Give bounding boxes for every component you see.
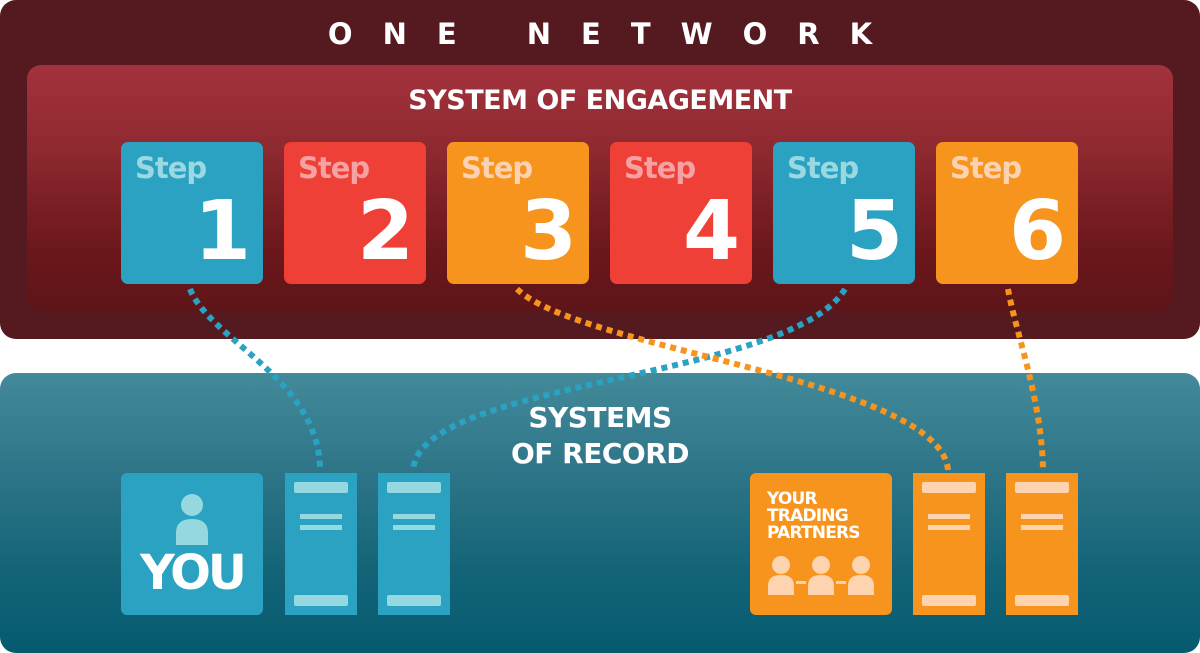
- record-header-bar: [1015, 482, 1069, 493]
- step-3-box: Step 3: [447, 142, 589, 284]
- record-text-line: [1021, 525, 1063, 530]
- record-footer-bar: [922, 595, 976, 606]
- record-text-line: [300, 514, 342, 519]
- record-header-bar: [294, 482, 348, 493]
- your-record-1: [285, 473, 357, 615]
- records-title: SYSTEMS OF RECORD: [460, 400, 740, 472]
- record-header-bar: [387, 482, 441, 493]
- record-footer-bar: [387, 595, 441, 606]
- network-title: ONE NETWORK: [327, 17, 903, 51]
- connection-step1-to-your-record: [187, 287, 323, 471]
- trading-partners-label: YOUR TRADING PARTNERS: [767, 489, 861, 543]
- connected-people-icon: [768, 556, 874, 595]
- record-text-line: [928, 525, 970, 530]
- step-number: 1: [193, 184, 251, 279]
- records-title-line2: OF RECORD: [510, 437, 690, 470]
- record-footer-bar: [294, 595, 348, 606]
- record-footer-bar: [1015, 595, 1069, 606]
- record-text-line: [393, 514, 435, 519]
- step-number: 5: [845, 184, 903, 279]
- partners-line3: PARTNERS: [767, 523, 861, 543]
- record-text-line: [1021, 514, 1063, 519]
- step-label: Step: [787, 151, 859, 185]
- engagement-title: SYSTEM OF ENGAGEMENT: [408, 85, 792, 116]
- partners-line1: YOUR: [767, 489, 818, 509]
- record-text-line: [393, 525, 435, 530]
- record-header-bar: [922, 482, 976, 493]
- person-icon: [176, 494, 208, 545]
- you-card: YOU: [121, 473, 263, 615]
- partners-line2: TRADING: [767, 506, 849, 526]
- connection-step3-to-partner-record: [514, 286, 951, 471]
- record-text-line: [300, 525, 342, 530]
- step-label: Step: [624, 151, 696, 185]
- step-1-box: Step 1: [121, 142, 263, 284]
- step-label: Step: [461, 151, 533, 185]
- partner-record-1: [913, 473, 985, 615]
- step-number: 2: [356, 184, 414, 279]
- step-6-box: Step 6: [936, 142, 1078, 284]
- connection-step5-to-your-record: [410, 287, 848, 471]
- step-number: 3: [519, 184, 577, 279]
- step-number: 6: [1008, 184, 1066, 279]
- records-title-line1: SYSTEMS: [528, 401, 672, 434]
- step-5-box: Step 5: [773, 142, 915, 284]
- step-label: Step: [135, 151, 207, 185]
- your-record-2: [378, 473, 450, 615]
- you-label: YOU: [140, 545, 247, 601]
- step-4-box: Step 4: [610, 142, 752, 284]
- step-label: Step: [950, 151, 1022, 185]
- step-label: Step: [298, 151, 370, 185]
- connection-step6-to-partner-record: [1005, 288, 1046, 471]
- trading-partners-card: YOUR TRADING PARTNERS: [750, 473, 892, 615]
- record-text-line: [928, 514, 970, 519]
- step-2-box: Step 2: [284, 142, 426, 284]
- partner-record-2: [1006, 473, 1078, 615]
- step-number: 4: [682, 184, 740, 279]
